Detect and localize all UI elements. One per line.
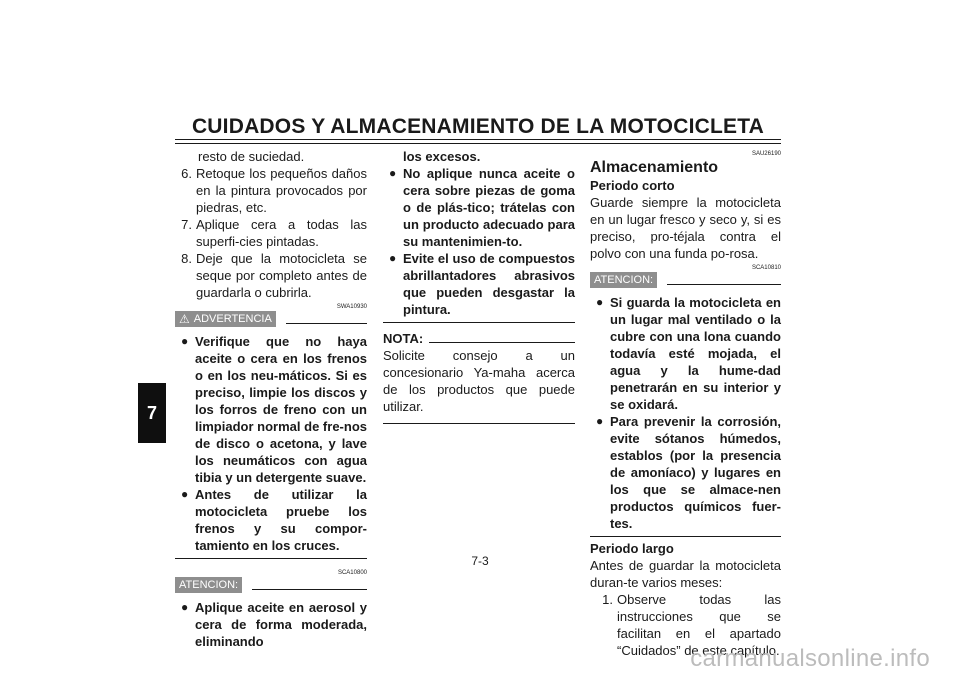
caution-item: ● No aplique nunca aceite o cera sobre p… <box>389 165 575 250</box>
step-item: 1. Observe todas las instrucciones que s… <box>596 591 781 659</box>
caution-header: ATENCION: <box>590 272 781 288</box>
step-number: 8. <box>181 251 192 266</box>
caution-item-continued: los excesos. <box>403 148 575 165</box>
continued-text: resto de suciedad. <box>198 149 305 164</box>
long-term-text: Antes de guardar la motocicleta duran-te… <box>590 558 781 590</box>
caution-item: ● Si guarda la motocicleta en un lugar m… <box>596 294 781 413</box>
caution-end-rule <box>383 322 575 323</box>
caution-item-text: Evite el uso de compuestos abrillantador… <box>403 251 575 317</box>
bullet-icon: ● <box>181 487 189 501</box>
warning-code: SWA10930 <box>336 304 367 310</box>
caution-end-rule <box>590 536 781 537</box>
warning-header: ⚠ ADVERTENCIA <box>175 311 367 327</box>
caution-code: SCA10800 <box>337 570 367 576</box>
step-text: Aplique cera a todas las superfi-cies pi… <box>196 217 367 249</box>
warning-item: ● Verifique que no haya aceite o cera en… <box>181 333 367 486</box>
caution-code: SCA10810 <box>751 265 781 271</box>
note-rule <box>429 342 575 343</box>
bullet-icon: ● <box>596 295 604 309</box>
subsection-heading-long: Periodo largo <box>590 541 674 556</box>
column-1: resto de suciedad. 6. Retoque los pequeñ… <box>175 148 367 650</box>
caution-item: ● Evite el uso de compuestos abrillantad… <box>389 250 575 318</box>
page-number: 7-3 <box>471 554 489 568</box>
caution-item-text: No aplique nunca aceite o cera sobre pie… <box>403 166 575 249</box>
subsection-heading-short: Periodo corto <box>590 178 675 193</box>
step-number: 7. <box>181 217 192 232</box>
column-3: SAU26190 Almacenamiento Periodo corto Gu… <box>590 148 781 659</box>
warning-label: ADVERTENCIA <box>193 313 272 325</box>
step-text: Deje que la motocicleta se seque por com… <box>196 251 367 300</box>
step-item: 7. Aplique cera a todas las superfi-cies… <box>175 216 367 250</box>
bullet-icon: ● <box>181 334 189 348</box>
caution-item-text: Aplique aceite en aerosol y cera de form… <box>195 600 367 649</box>
warning-triangle-icon: ⚠ <box>179 312 190 326</box>
caution-rule <box>667 283 781 285</box>
caution-rule <box>252 588 367 590</box>
bullet-icon: ● <box>389 251 397 265</box>
watermark: carmanualsonline.info <box>690 645 930 672</box>
warning-item-text: Antes de utilizar la motocicleta pruebe … <box>195 487 367 553</box>
bullet-icon: ● <box>596 414 604 428</box>
note-end-rule <box>383 423 575 424</box>
caution-item-text: Si guarda la motocicleta en un lugar mal… <box>610 295 781 412</box>
warning-item-text: Verifique que no haya aceite o cera en l… <box>195 334 367 485</box>
caution-item-text: los excesos. <box>403 149 481 164</box>
short-term-text: Guarde siempre la motocicleta en un luga… <box>590 195 781 261</box>
title-rule-bottom <box>175 143 781 144</box>
caution-header: ATENCION: <box>175 577 367 593</box>
column-2: los excesos. ● No aplique nunca aceite o… <box>383 148 575 424</box>
note-text: Solicite consejo a un concesionario Ya-m… <box>383 348 575 414</box>
warning-item: ● Antes de utilizar la motocicleta prueb… <box>181 486 367 554</box>
warning-badge: ⚠ ADVERTENCIA <box>175 311 276 327</box>
note-label: NOTA: <box>383 331 424 346</box>
section-code: SAU26190 <box>751 151 781 157</box>
step-item: 6. Retoque los pequeños daños en la pint… <box>175 165 367 216</box>
step-text: Retoque los pequeños daños en la pintura… <box>196 166 367 215</box>
caution-badge: ATENCION: <box>590 272 658 288</box>
warning-end-rule <box>175 558 367 559</box>
section-heading: Almacenamiento <box>590 159 719 176</box>
page-title: CUIDADOS Y ALMACENAMIENTO DE LA MOTOCICL… <box>191 115 765 138</box>
step-number: 6. <box>181 166 192 181</box>
warning-rule <box>285 322 367 324</box>
step-text: Observe todas las instrucciones que se f… <box>617 592 781 658</box>
bullet-icon: ● <box>389 166 397 180</box>
bullet-icon: ● <box>181 600 189 614</box>
step-number: 1. <box>602 592 613 607</box>
title-rule-top <box>175 139 781 140</box>
step-item: 8. Deje que la motocicleta se seque por … <box>175 250 367 301</box>
note-header: NOTA: <box>383 330 575 347</box>
caution-item: ● Aplique aceite en aerosol y cera de fo… <box>181 599 367 650</box>
caution-item: ● Para prevenir la corrosión, evite sóta… <box>596 413 781 532</box>
caution-item-text: Para prevenir la corrosión, evite sótano… <box>610 414 781 531</box>
caution-badge: ATENCION: <box>175 577 243 593</box>
chapter-tab: 7 <box>138 383 166 443</box>
